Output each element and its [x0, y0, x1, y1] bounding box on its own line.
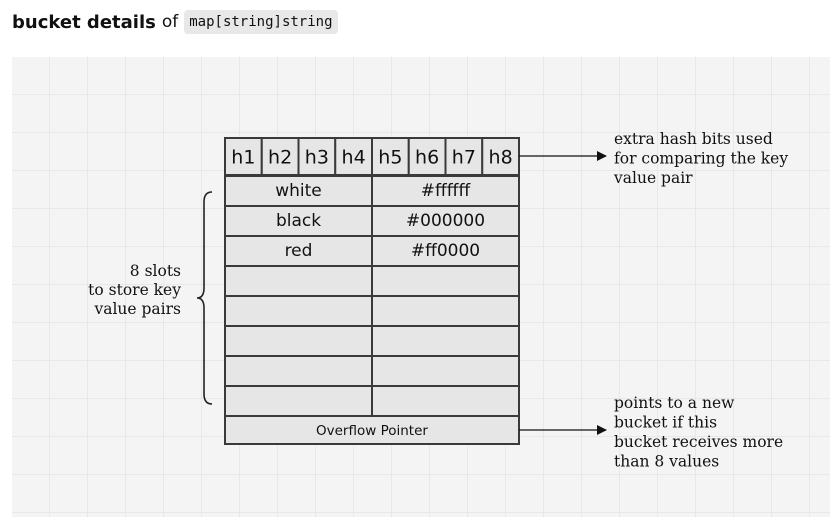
overflow-note-line: bucket receives more [614, 433, 783, 451]
hash-note-line: value pair [613, 169, 693, 187]
heading-title: bucket details [12, 11, 156, 33]
slot-value-cell [371, 175, 520, 207]
overflow-note-line: bucket if this [614, 414, 717, 432]
slot-value-cell [371, 295, 520, 327]
hash-bit-label: h8 [489, 147, 513, 169]
slot-value-cell [371, 205, 520, 237]
slot-key-text: black [276, 211, 321, 231]
slot-key-text: white [275, 181, 322, 201]
heading-code: map[string]string [184, 10, 338, 34]
hash-bit-label: h6 [415, 147, 439, 169]
slots-note-line: 8 slots [130, 262, 181, 280]
slots-brace [196, 191, 213, 405]
page-heading: bucket details of map[string]string [12, 8, 338, 36]
slot-value-cell [371, 385, 520, 417]
overflow-pointer-label: Overflow Pointer [316, 423, 428, 439]
overflow-note-line: than 8 values [614, 453, 719, 471]
slot-value-cell [371, 355, 520, 387]
slot-value-cell [371, 265, 520, 297]
slot-value-cell [371, 325, 520, 357]
slots-note-line: to store key [88, 281, 181, 299]
slot-value-text: #ff0000 [411, 241, 480, 261]
hash-bit-label: h2 [268, 147, 292, 169]
hash-bit-label: h1 [231, 147, 255, 169]
slot-key-text: red [285, 241, 313, 261]
slot-key-cell [224, 205, 373, 237]
hash-note-line: extra hash bits used [614, 130, 773, 148]
slot-value-text: #000000 [406, 211, 485, 231]
hash-bit-cell [481, 137, 520, 176]
slot-value-text: #ffffff [421, 181, 472, 201]
heading-of: of [161, 12, 179, 32]
hash-note-line: for comparing the key [614, 150, 788, 168]
slot-key-cell [224, 355, 373, 387]
slot-key-cell [224, 265, 373, 297]
hash-bit-label: h5 [378, 147, 402, 169]
slot-key-cell [224, 325, 373, 357]
overflow-pointer-cell [224, 415, 520, 445]
slot-key-cell [224, 385, 373, 417]
hash-bit-label: h7 [452, 147, 476, 169]
slot-key-cell [224, 295, 373, 327]
overflow-note-line: points to a new [614, 394, 735, 412]
hash-bit-label: h4 [342, 147, 366, 169]
slots-note-line: value pairs [93, 300, 181, 318]
hash-bit-label: h3 [305, 147, 329, 169]
